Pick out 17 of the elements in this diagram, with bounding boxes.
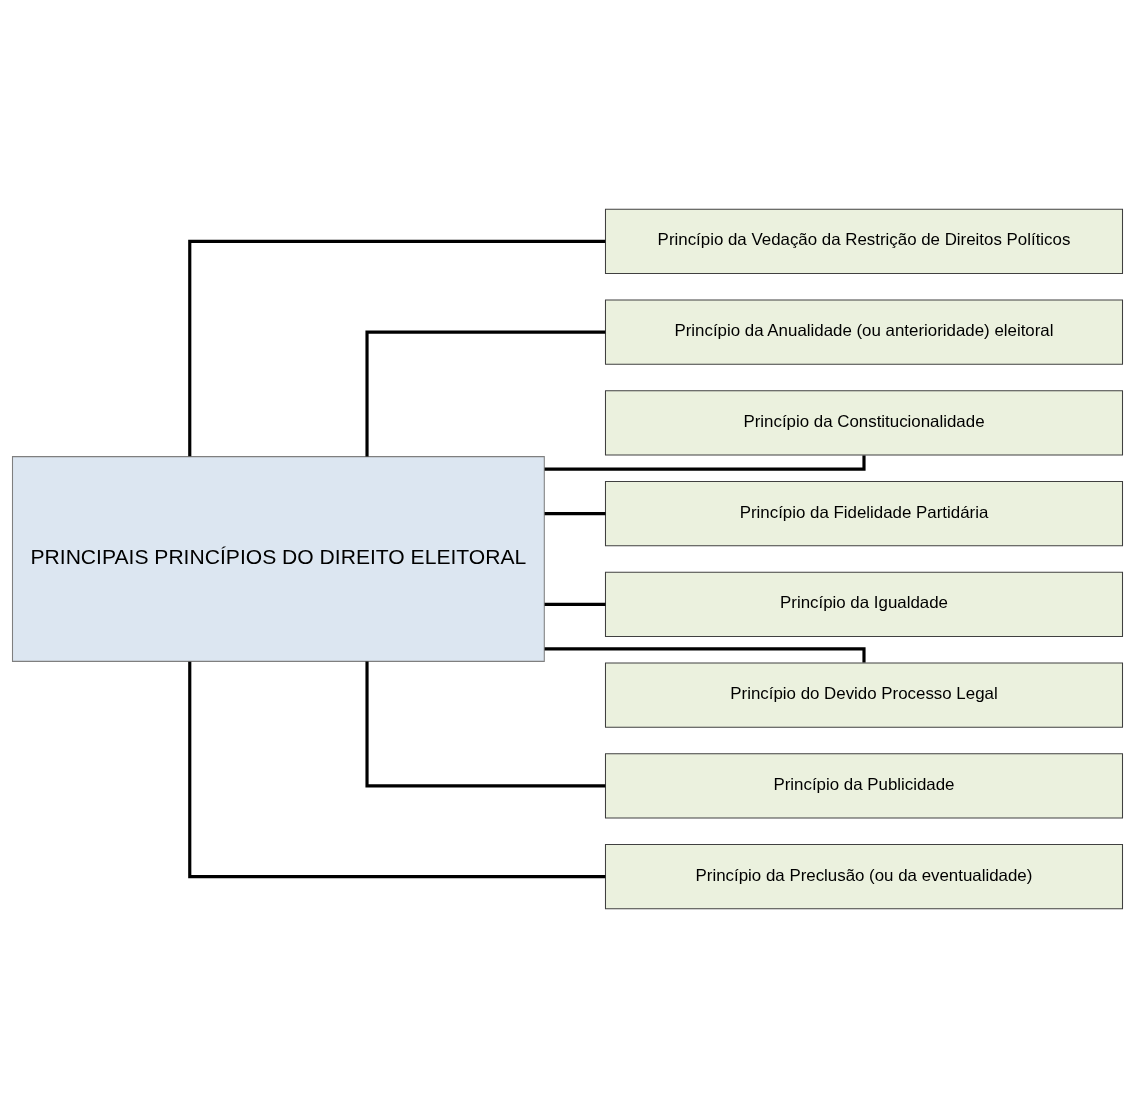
node-box: Princípio da Publicidade xyxy=(604,752,1124,819)
node-box: Princípio da Preclusão (ou da eventualidade) xyxy=(604,843,1124,909)
connector xyxy=(544,602,606,606)
node-box: Princípio da Constitucionalidade xyxy=(604,389,1124,456)
node-box: Princípio da Vedação da Restrição de Direitos Políticos xyxy=(604,208,1124,274)
node-box: Princípio do Devido Processo Legal xyxy=(604,661,1124,728)
connector xyxy=(544,454,866,471)
node-box: Princípio da Igualdade xyxy=(604,571,1124,637)
connector xyxy=(544,646,866,663)
node-box: Princípio da Anualidade (ou anterioridade) eleitoral xyxy=(604,298,1124,365)
connector xyxy=(365,661,606,787)
connector xyxy=(365,330,606,456)
connector xyxy=(188,239,606,456)
node-box: Princípio da Fidelidade Partidária xyxy=(604,480,1124,546)
connector xyxy=(544,511,606,515)
connector xyxy=(188,661,606,878)
node-box: PRINCIPAIS PRINCÍPIOS DO DIREITO ELEITORAL xyxy=(11,455,545,662)
